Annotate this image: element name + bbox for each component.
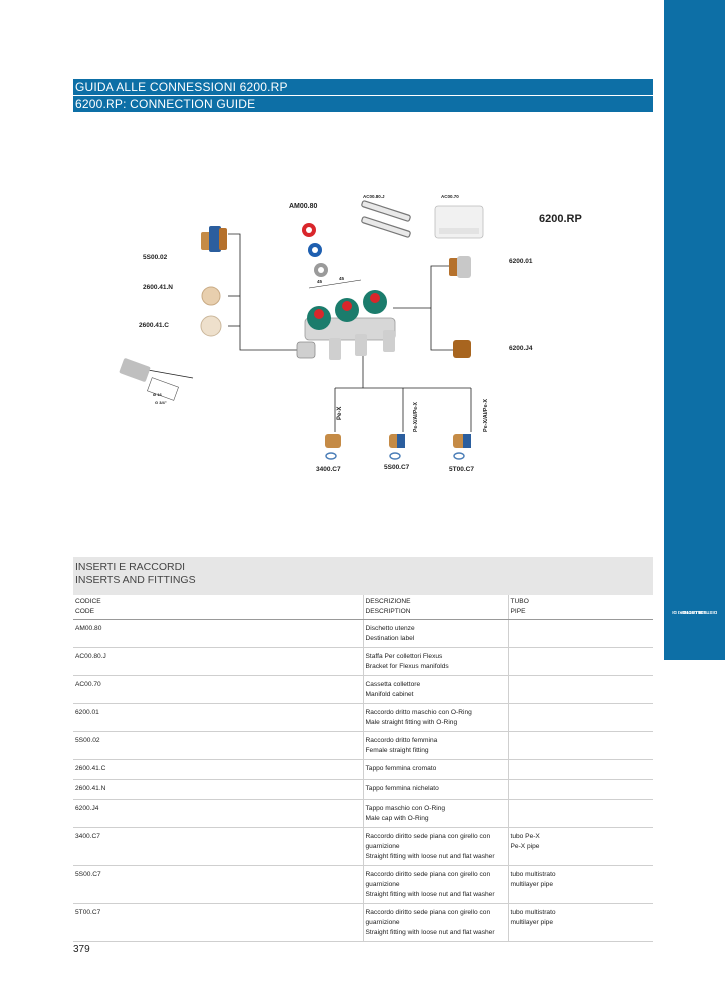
cell-code: AC00.70 <box>73 675 363 704</box>
cell-pipe <box>507 647 653 676</box>
label-6200-j4: 6200.J4 <box>509 345 533 352</box>
fitting-5s00-02-icon <box>201 226 227 252</box>
cell-description: Raccordo diritto sede piana con girello … <box>362 827 508 866</box>
cap-2600-41-n-icon <box>201 286 221 306</box>
fitting-5t00-c7-icon <box>453 434 471 460</box>
cell-pipe <box>507 779 653 800</box>
cell-pipe <box>507 731 653 760</box>
cell-pipe <box>507 799 653 828</box>
label-5s00-c7: 5S00.C7 <box>384 464 410 471</box>
label-ac00-80-j: AC00.80.J <box>363 194 385 199</box>
label-2600-41-c: 2600.41.C <box>139 322 169 329</box>
label-2600-41-n: 2600.41.N <box>143 284 173 291</box>
label-3400-c7: 3400.C7 <box>316 466 341 473</box>
right-bracket-line <box>430 265 471 351</box>
page-title-it: GUIDA ALLE CONNESSIONI 6200.RP <box>73 79 653 95</box>
pipe-label-multilayer-2: Pe-X/Al/Pe-X <box>483 399 489 432</box>
page-number: 379 <box>73 944 90 955</box>
cell-code: 6200.J4 <box>73 799 363 828</box>
cell-code: 5S00.02 <box>73 731 363 760</box>
cell-description: Raccordo diritto sede piana con girello … <box>362 903 508 942</box>
cell-code: 2600.41.C <box>73 759 363 780</box>
fitting-5s00-c7-icon <box>389 434 405 460</box>
label-am00-80: AM00.80 <box>289 203 318 210</box>
dimension-label-2: 45 <box>339 276 345 281</box>
cell-code: AM00.80 <box>73 619 363 648</box>
label-ac00-70: AC00.70 <box>441 194 459 199</box>
connection-diagram: Ø 16 G 3/4" 45 45 6200.RP <box>119 194 582 473</box>
left-bracket-line <box>228 233 308 351</box>
cell-code: 5T00.C7 <box>73 903 363 942</box>
cell-pipe <box>507 703 653 732</box>
section-header: INSERTI E RACCORDI INSERTS AND FITTINGS <box>73 557 653 595</box>
page-title-en: 6200.RP: CONNECTION GUIDE <box>73 96 653 112</box>
cell-description: Raccordo diritto sede piana con girello … <box>362 865 508 904</box>
cell-code: 2600.41.N <box>73 779 363 800</box>
cap-6200-j4-icon <box>453 340 471 358</box>
detail-dimension-2: G 3/4" <box>155 400 167 405</box>
cell-description: Tappo femmina nichelato <box>362 779 508 800</box>
side-tab-line2: DISTRIBUZIONE <box>681 609 717 615</box>
section-title-it: INSERTI E RACCORDI <box>75 561 186 573</box>
cell-pipe <box>507 675 653 704</box>
cabinet-icon <box>434 205 484 239</box>
detail-dimension-1: Ø 16 <box>153 392 162 397</box>
cell-pipe <box>507 619 653 648</box>
manifold-icon <box>296 290 396 360</box>
cell-code: 3400.C7 <box>73 827 363 866</box>
cell-code: AC00.80.J <box>73 647 363 676</box>
cell-description: Tappo femmina cromato <box>362 759 508 780</box>
pipe-label-pex: Pe-X <box>337 407 343 420</box>
pipe-label-multilayer-1: Pe-X/Al/Pe-X <box>413 401 419 432</box>
cell-code: 5S00.C7 <box>73 865 363 904</box>
label-5s00-02: 5S00.02 <box>143 254 168 261</box>
label-6200-01: 6200.01 <box>509 258 533 265</box>
fitting-3400-c7-icon <box>325 434 341 460</box>
cell-code: 6200.01 <box>73 703 363 732</box>
dimension-label-1: 45 <box>317 279 323 284</box>
product-code-label: 6200.RP <box>539 213 582 225</box>
detail-fitting-icon <box>119 358 179 401</box>
bracket-icon <box>361 200 411 238</box>
label-5t00-c7: 5T00.C7 <box>449 466 474 473</box>
cap-2600-41-c-icon <box>200 315 222 337</box>
fitting-6200-01-icon <box>449 256 471 278</box>
side-section-tab <box>664 0 725 660</box>
section-title-en: INSERTS AND FITTINGS <box>75 574 196 586</box>
cell-pipe <box>507 759 653 780</box>
destination-label-icon <box>302 223 328 277</box>
detail-leader <box>147 369 194 379</box>
